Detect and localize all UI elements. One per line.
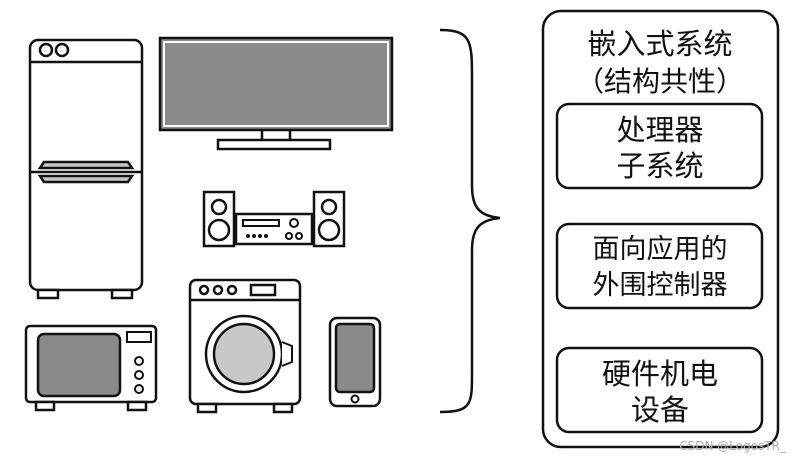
electromechanical-device-line2: 设备 <box>631 393 689 427</box>
washing-machine-icon <box>188 278 302 414</box>
processor-subsystem-line1: 处理器 <box>616 113 703 147</box>
television-icon <box>158 36 394 151</box>
panel-title-line2: （结构共性） <box>576 65 744 98</box>
watermark: CSDN @LogosTR_ <box>679 439 787 453</box>
processor-subsystem-box <box>555 102 764 190</box>
stereo-icon <box>202 190 346 248</box>
smartphone-icon <box>328 316 382 408</box>
curly-brace <box>439 28 501 414</box>
peripheral-controller-line2: 外围控制器 <box>593 270 728 301</box>
microwave-icon <box>24 324 158 412</box>
electromechanical-device-line1: 硬件机电 <box>602 357 718 391</box>
peripheral-controller-box <box>555 222 764 310</box>
electromechanical-device-box <box>555 346 764 434</box>
peripheral-controller-line1: 面向应用的 <box>593 234 728 265</box>
processor-subsystem-line2: 子系统 <box>616 149 703 183</box>
refrigerator-icon <box>28 38 144 300</box>
panel-title-line1: 嵌入式系统 <box>587 27 732 61</box>
